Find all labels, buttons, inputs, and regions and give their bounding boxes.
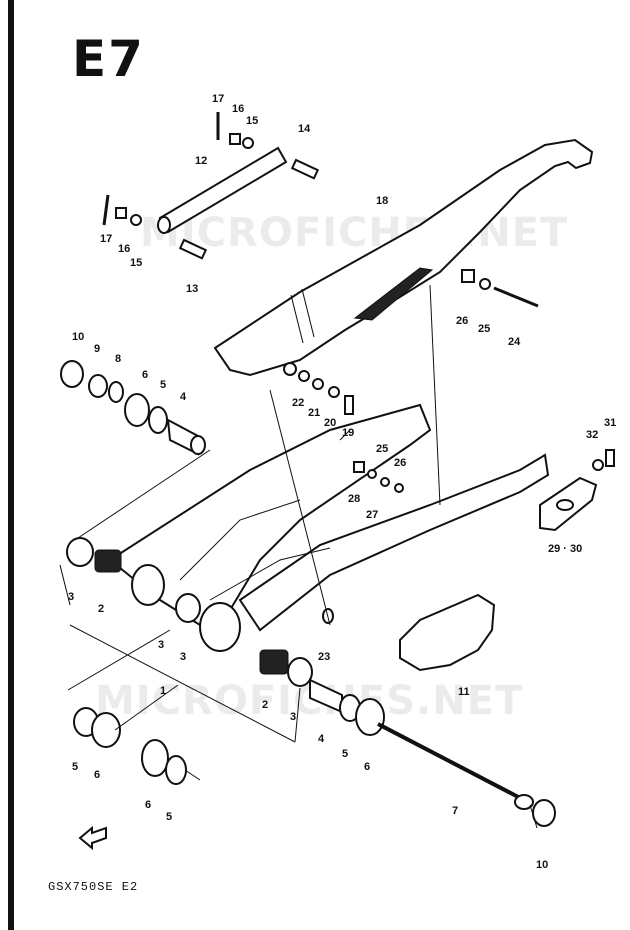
callout-label: 29 · 30 bbox=[548, 543, 582, 555]
callout-label: 15 bbox=[246, 115, 258, 127]
bolt-13 bbox=[178, 238, 208, 260]
callout-label: 10 bbox=[72, 331, 84, 343]
callout-label: 16 bbox=[232, 103, 244, 115]
callout-label: 6 bbox=[145, 799, 151, 811]
callout-label: 19 bbox=[342, 427, 354, 439]
callout-label: 32 bbox=[586, 429, 598, 441]
callout-label: 21 bbox=[308, 407, 320, 419]
callout-label: 3 bbox=[158, 639, 164, 651]
callout-label: 26 bbox=[394, 457, 406, 469]
callout-label: 8 bbox=[115, 353, 121, 365]
watermark: MICROFICHES.NET bbox=[95, 678, 524, 724]
callout-label: 28 bbox=[348, 493, 360, 505]
callout-label: 18 bbox=[376, 195, 388, 207]
front-arrow-icon bbox=[78, 825, 107, 851]
callout-label: 3 bbox=[180, 651, 186, 663]
callout-label: 11 bbox=[458, 686, 470, 698]
callout-label: 2 bbox=[262, 699, 268, 711]
callout-label: 24 bbox=[508, 336, 521, 348]
callout-label: 9 bbox=[94, 343, 100, 355]
callout-label: 5 bbox=[72, 761, 78, 773]
callout-label: 23 bbox=[318, 651, 330, 663]
callout-label: 6 bbox=[142, 369, 148, 381]
callout-label: 12 bbox=[195, 155, 207, 167]
watermark: MICROFICHES.NET bbox=[140, 210, 569, 256]
callout-label: 31 bbox=[604, 417, 616, 429]
section-code: E7 bbox=[72, 30, 145, 88]
callout-label: 16 bbox=[118, 243, 130, 255]
bolt-14 bbox=[290, 158, 320, 180]
callout-label: 17 bbox=[100, 233, 112, 245]
chain-guard bbox=[399, 593, 496, 672]
callout-label: 2 bbox=[98, 603, 104, 615]
callout-label: 13 bbox=[186, 283, 198, 295]
callout-label: 25 bbox=[376, 443, 388, 455]
callout-label: 6 bbox=[94, 769, 100, 781]
binding-edge bbox=[8, 0, 14, 930]
needle-bearing bbox=[94, 549, 122, 573]
callout-label: 5 bbox=[166, 811, 172, 823]
callout-label: 20 bbox=[324, 417, 336, 429]
callout-label: 5 bbox=[342, 748, 348, 760]
callout-label: 25 bbox=[478, 323, 490, 335]
callout-label: 14 bbox=[298, 123, 311, 135]
callout-label: 26 bbox=[456, 315, 468, 327]
callout-label: 5 bbox=[160, 379, 166, 391]
callout-label: 1 bbox=[160, 685, 166, 697]
callout-label: 3 bbox=[290, 711, 296, 723]
callout-label: 22 bbox=[292, 397, 304, 409]
callout-label: 27 bbox=[366, 509, 378, 521]
callout-label: 6 bbox=[364, 761, 370, 773]
chain-case-vent bbox=[353, 267, 434, 321]
callout-label: 15 bbox=[130, 257, 142, 269]
rear-axle bbox=[377, 722, 525, 802]
callout-label: 4 bbox=[318, 733, 325, 745]
callout-label: 7 bbox=[452, 805, 458, 817]
callout-label: 17 bbox=[212, 93, 224, 105]
callout-label: 3 bbox=[68, 591, 74, 603]
chain-case bbox=[213, 138, 594, 377]
model-code: GSX750SE E2 bbox=[48, 880, 139, 894]
callout-label: 10 bbox=[536, 859, 548, 871]
callout-label: 4 bbox=[180, 391, 187, 403]
pivot-shaft bbox=[158, 146, 288, 234]
